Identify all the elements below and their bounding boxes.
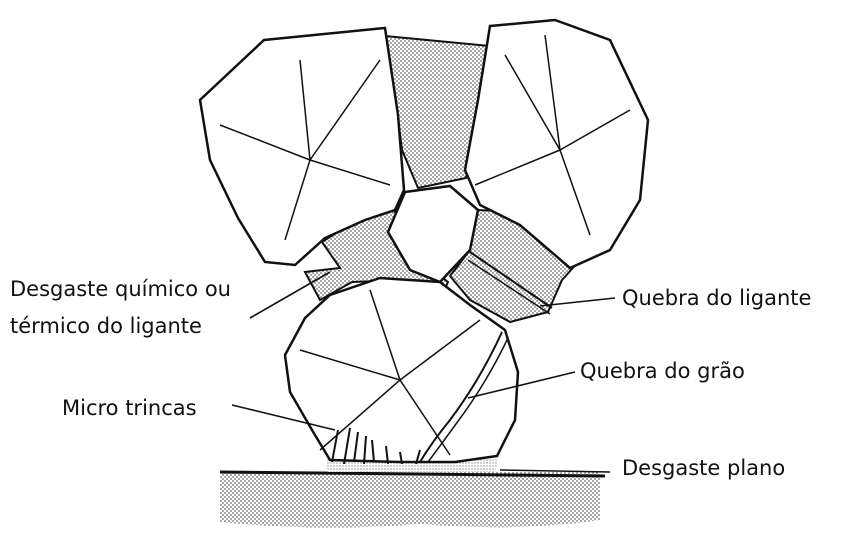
label-flat-wear: Desgaste plano xyxy=(622,454,785,482)
label-grain-fracture: Quebra do grão xyxy=(580,357,745,385)
label-bond-fracture: Quebra do ligante xyxy=(622,284,811,312)
flat-wear-underline xyxy=(500,470,610,472)
label-micro-cracks: Micro trincas xyxy=(62,394,197,422)
label-chemical-wear-line1: Desgaste químico ou xyxy=(10,275,231,303)
workpiece xyxy=(220,472,600,528)
label-chemical-wear-line2: térmico do ligante xyxy=(10,312,202,340)
